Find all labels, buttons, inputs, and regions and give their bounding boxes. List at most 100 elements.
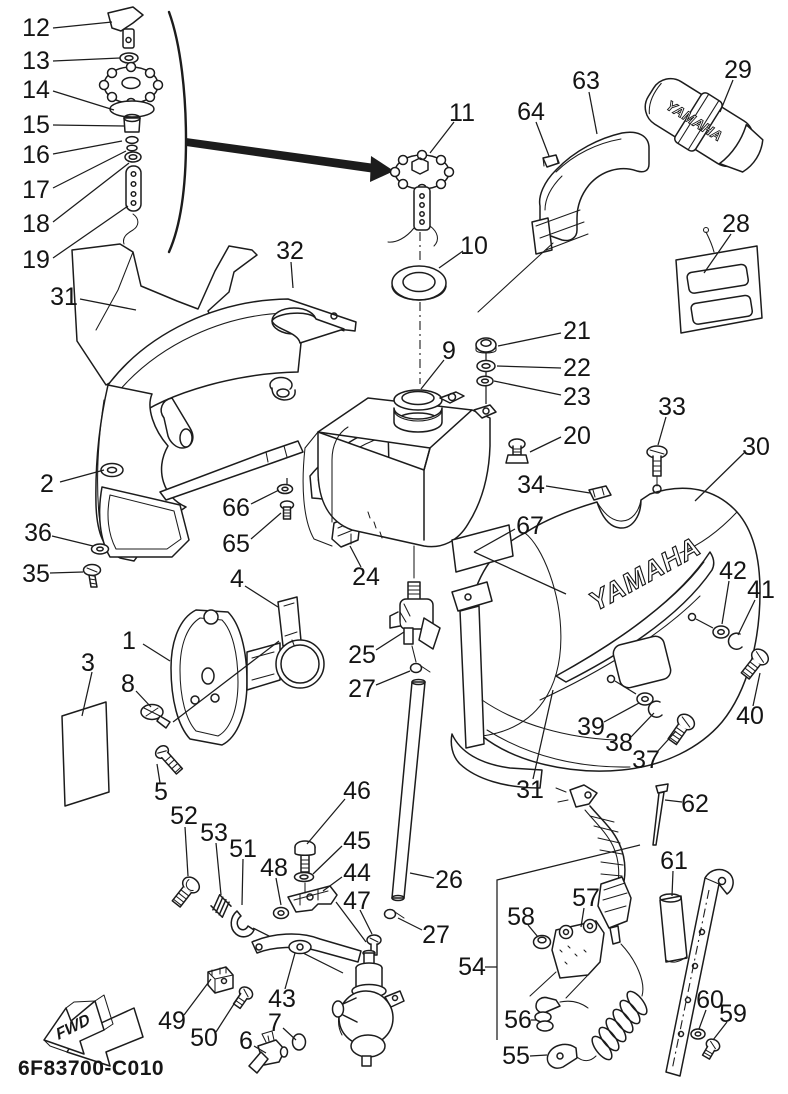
fuel-tank bbox=[302, 337, 529, 579]
callout-40: 40 bbox=[736, 702, 764, 730]
leader-line-64 bbox=[535, 121, 550, 157]
callout-8: 8 bbox=[121, 670, 135, 698]
callout-32: 32 bbox=[276, 237, 304, 265]
callout-29: 29 bbox=[724, 56, 752, 84]
callout-51: 51 bbox=[229, 835, 257, 863]
leader-line-67 bbox=[473, 528, 516, 553]
leader-line-8 bbox=[135, 690, 152, 708]
callout-13: 13 bbox=[22, 47, 50, 75]
callout-33: 33 bbox=[658, 393, 686, 421]
callout-56: 56 bbox=[504, 1006, 532, 1034]
callout-6: 6 bbox=[239, 1027, 253, 1055]
callout-20: 20 bbox=[563, 422, 591, 450]
callout-14: 14 bbox=[22, 76, 50, 104]
fuel-cap-gauge-stack bbox=[98, 6, 164, 245]
diagram-code: 6F83700-C010 bbox=[18, 1057, 164, 1080]
leader-line-25 bbox=[375, 631, 405, 651]
leader-line-13 bbox=[52, 57, 121, 62]
callout-57: 57 bbox=[572, 884, 600, 912]
lanyard-coil bbox=[576, 943, 648, 1062]
leader-line-60 bbox=[698, 1009, 707, 1030]
leader-line-42 bbox=[721, 580, 730, 625]
callout-66: 66 bbox=[222, 494, 250, 522]
leader-line-24 bbox=[349, 545, 362, 568]
callout-5: 5 bbox=[154, 778, 168, 806]
leader-line-11 bbox=[429, 121, 455, 154]
leader-line-33 bbox=[657, 416, 667, 446]
callout-18: 18 bbox=[22, 210, 50, 238]
leader-line-36 bbox=[51, 535, 94, 547]
leader-line-2 bbox=[59, 469, 105, 483]
handle-nut bbox=[542, 154, 560, 168]
lanyard-clip-55 bbox=[546, 1043, 578, 1069]
leader-line-3 bbox=[81, 671, 93, 717]
leader-line-9 bbox=[420, 359, 445, 390]
leader-line-61 bbox=[671, 870, 674, 897]
leader-line-58 bbox=[527, 924, 539, 938]
leader-line-27 bbox=[397, 917, 423, 931]
callout-15: 15 bbox=[22, 111, 50, 139]
callout-34: 34 bbox=[517, 471, 545, 499]
leader-line-16 bbox=[52, 140, 123, 155]
leader-line-21 bbox=[497, 332, 562, 347]
leader-line-15 bbox=[52, 124, 125, 127]
callout-53: 53 bbox=[200, 819, 228, 847]
callout-58: 58 bbox=[507, 903, 535, 931]
leader-line-18 bbox=[52, 162, 130, 223]
leader-line-41 bbox=[737, 599, 756, 636]
spring-53 bbox=[210, 894, 232, 918]
callout-52: 52 bbox=[170, 802, 198, 830]
callout-25: 25 bbox=[348, 641, 376, 669]
leader-line-28 bbox=[703, 233, 732, 274]
label-3 bbox=[61, 701, 110, 807]
leader-line-40 bbox=[752, 672, 761, 707]
leader-line-63 bbox=[588, 91, 598, 135]
leader-line-26 bbox=[409, 872, 435, 879]
callout-layer: 1234567891011121314151617181920212223242… bbox=[22, 14, 775, 1070]
leader-line-35 bbox=[49, 571, 84, 574]
callout-48: 48 bbox=[260, 854, 288, 882]
leader-line-34 bbox=[545, 485, 591, 494]
leader-line-29 bbox=[719, 79, 734, 113]
leader-line-30 bbox=[694, 452, 745, 502]
callout-30: 30 bbox=[742, 433, 770, 461]
callout-17: 17 bbox=[22, 176, 50, 204]
leader-line-45 bbox=[312, 845, 343, 875]
leader-line-47 bbox=[359, 909, 373, 935]
callout-35: 35 bbox=[22, 560, 50, 588]
callout-55: 55 bbox=[502, 1042, 530, 1070]
leader-line-32 bbox=[290, 261, 294, 289]
fuel-cap-knob-and-grommet bbox=[387, 149, 455, 384]
arrow-head-icon bbox=[370, 156, 394, 182]
callout-39: 39 bbox=[577, 713, 605, 741]
callout-21: 21 bbox=[563, 317, 591, 345]
callout-62: 62 bbox=[681, 790, 709, 818]
leader-line-22 bbox=[496, 365, 562, 369]
callout-2: 2 bbox=[40, 470, 54, 498]
leader-line-14 bbox=[52, 90, 115, 111]
callout-61: 61 bbox=[660, 847, 688, 875]
leader-line-10 bbox=[438, 250, 464, 269]
callout-19: 19 bbox=[22, 246, 50, 274]
callout-1: 1 bbox=[122, 627, 136, 655]
callout-31: 31 bbox=[50, 283, 78, 311]
bottom-cowl-assembly bbox=[71, 243, 391, 588]
callout-59: 59 bbox=[719, 1000, 747, 1028]
leader-line-66 bbox=[250, 489, 280, 505]
leader-line-27 bbox=[375, 670, 411, 686]
callout-41: 41 bbox=[747, 576, 775, 604]
callout-22: 22 bbox=[563, 354, 591, 382]
callout-37: 37 bbox=[632, 746, 660, 774]
leader-line-59 bbox=[712, 1021, 728, 1041]
leader-line-7 bbox=[282, 1027, 297, 1041]
callout-11: 11 bbox=[449, 99, 475, 127]
leader-line-43 bbox=[284, 952, 296, 990]
leader-line-39 bbox=[603, 702, 640, 723]
top-cowling: YAMAHA bbox=[450, 242, 770, 789]
leader-line-12 bbox=[52, 21, 113, 29]
callout-49: 49 bbox=[158, 1007, 186, 1035]
callout-67: 67 bbox=[516, 512, 544, 540]
callout-63: 63 bbox=[572, 67, 600, 95]
